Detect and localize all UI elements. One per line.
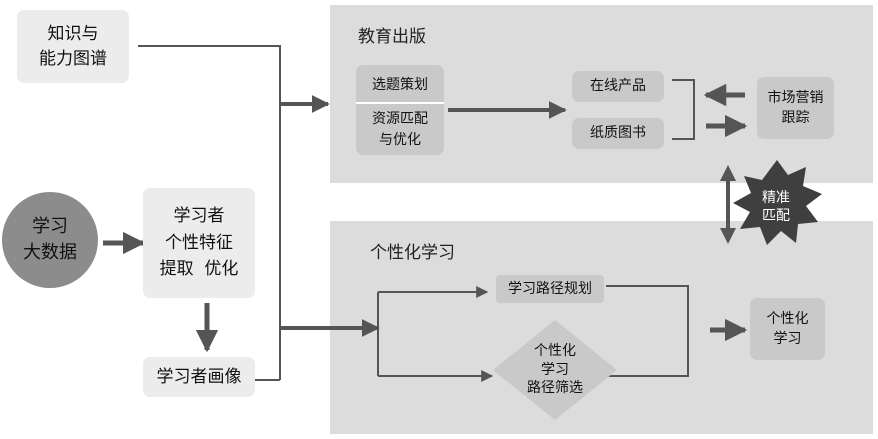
path-planning-box: 学习路径规划 (496, 275, 604, 303)
online-products-box: 在线产品 (572, 71, 664, 102)
products-bracket (672, 79, 695, 140)
path-filter-label: 个性化 学习 路径筛选 (527, 342, 583, 397)
learner-big-data-label: 学习 大数据 (23, 215, 77, 263)
knowledge-map-box: 知识与 能力图谱 (17, 10, 129, 83)
precise-match-burst (733, 160, 822, 245)
personalized-title: 个性化学习 (370, 243, 455, 263)
paper-books-box: 纸质图书 (572, 118, 664, 149)
knowledge-to-publishing-line (138, 45, 281, 380)
topic-resource-box: 选题策划 资源匹配 与优化 (356, 65, 444, 155)
path-filter-diamond (493, 320, 617, 420)
learner-profile-box: 学习者画像 (143, 357, 255, 397)
topic-divider (356, 102, 444, 105)
merge-line (606, 285, 689, 377)
personalized-output-box: 个性化 学习 (750, 298, 825, 360)
learner-big-data-circle (2, 192, 98, 288)
market-tracking-box: 市场营销 跟踪 (757, 77, 834, 139)
learner-features-box: 学习者 个性特征 提取 优化 (143, 188, 255, 298)
publishing-title: 教育出版 (358, 27, 426, 47)
topic-planning-label: 选题策划 (372, 77, 428, 93)
resource-match-label: 资源匹配 与优化 (372, 111, 428, 148)
precise-match-label: 精准 匹配 (762, 189, 790, 224)
